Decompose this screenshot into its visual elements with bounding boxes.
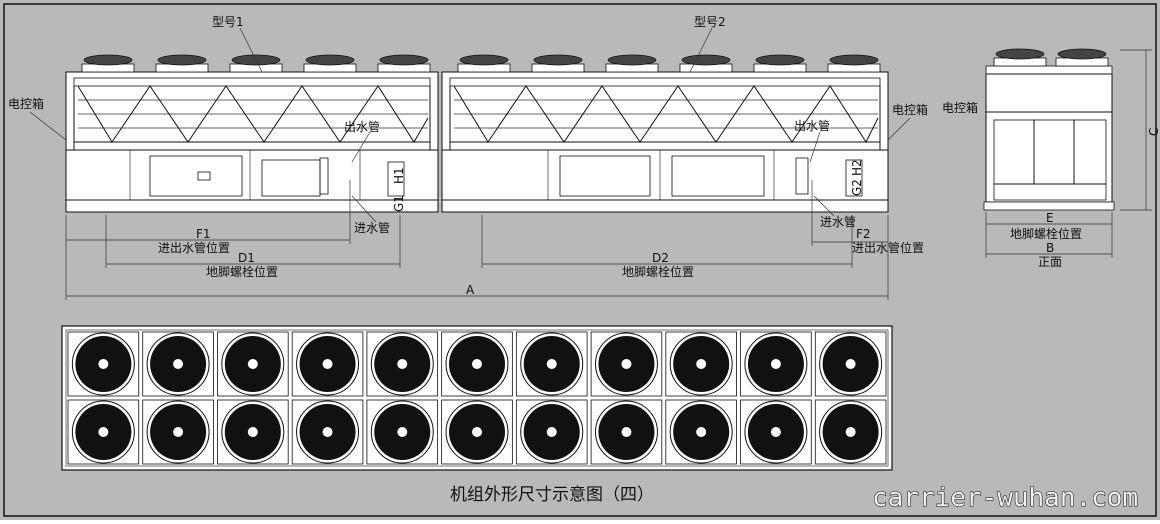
label-front-view: 正面 (1038, 255, 1062, 269)
fan-cell (217, 399, 289, 465)
fan-top-icon (679, 54, 733, 73)
dim-B: B (1046, 241, 1054, 255)
label-model-2: 型号2 (694, 15, 726, 29)
label-control-box-right: 电控箱 (892, 102, 928, 117)
fan-cell (291, 331, 364, 397)
fan-cell (590, 331, 663, 397)
fan-cell (441, 331, 513, 397)
dim-A: A (466, 283, 475, 297)
side-elevation-unit-2 (441, 71, 889, 213)
fan-cell (142, 399, 214, 465)
fan-top-icon (753, 54, 807, 73)
dim-D2: D2 (652, 251, 669, 265)
fan-top-icon (303, 54, 357, 73)
dim-D1: D1 (238, 251, 255, 265)
label-water-outlet-1: 出水管 (344, 119, 380, 134)
front-view-fan-tops (993, 48, 1109, 67)
fan-top-icon (155, 54, 209, 73)
fan-top-icon (457, 54, 511, 73)
fan-cell (67, 331, 140, 397)
fan-cell (590, 399, 663, 465)
fan-cell (67, 399, 140, 465)
label-pipe-position-2: 进出水管位置 (852, 240, 924, 255)
watermark-text: carrier-wuhan.com (872, 483, 1138, 513)
fan-cell (515, 399, 588, 465)
fan-top-icon (377, 54, 431, 73)
fan-cell (814, 331, 887, 397)
drawing-caption: 机组外形尺寸示意图（四） (450, 485, 654, 505)
dim-C: C (1147, 128, 1160, 136)
top-view-fan-grid (67, 331, 887, 465)
dim-H2: H2 (850, 159, 864, 176)
fan-top-icon (1055, 48, 1109, 67)
fan-cell (217, 331, 289, 397)
fan-top-icon (229, 54, 283, 73)
fan-cell (291, 399, 364, 465)
label-bolt-position-front: 地脚螺栓位置 (1010, 226, 1082, 241)
fan-top-icon (531, 54, 585, 73)
label-model-1: 型号1 (212, 15, 244, 29)
label-water-inlet-2: 进水管 (820, 214, 856, 229)
front-view-unit (983, 65, 1115, 211)
dim-H1: H1 (392, 167, 406, 184)
fan-cell (740, 331, 812, 397)
fan-cell (142, 331, 214, 397)
fan-top-icon (605, 54, 659, 73)
label-pipe-position-1: 进出水管位置 (158, 240, 230, 255)
label-control-box-left: 电控箱 (8, 96, 44, 111)
fan-cell (814, 399, 887, 465)
fan-cell (366, 399, 439, 465)
label-water-inlet-1: 进水管 (354, 220, 390, 235)
dim-F1: F1 (196, 227, 211, 241)
fan-top-icon (993, 48, 1047, 67)
fan-cell (665, 399, 737, 465)
dim-G2: G2 (850, 179, 864, 196)
fan-top-icon (81, 54, 135, 73)
fan-top-icon (827, 54, 881, 73)
fan-cell (515, 331, 588, 397)
dim-E: E (1046, 211, 1054, 225)
dimension-lines (29, 27, 1152, 300)
dim-G1: G1 (392, 195, 406, 212)
drawing-border (3, 3, 1157, 517)
fan-cell (441, 399, 513, 465)
dim-F2: F2 (856, 227, 871, 241)
label-water-outlet-2: 出水管 (794, 118, 830, 133)
label-bolt-position-1: 地脚螺栓位置 (206, 264, 278, 279)
fan-cell (665, 331, 737, 397)
label-bolt-position-2: 地脚螺栓位置 (622, 264, 694, 279)
label-control-box-front: 电控箱 (942, 100, 978, 115)
fan-cell (740, 399, 812, 465)
fan-cell (366, 331, 439, 397)
side-elevation-unit-1 (65, 71, 439, 213)
